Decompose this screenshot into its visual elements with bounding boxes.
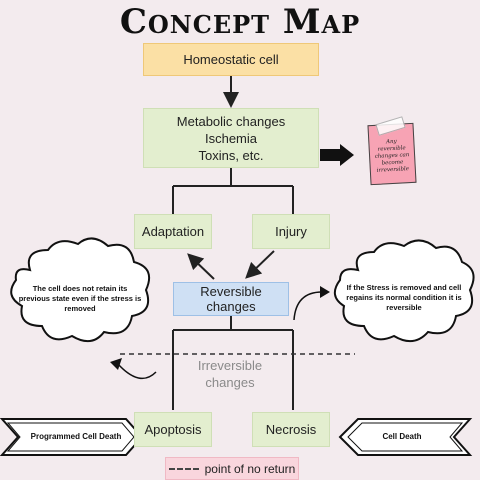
adaptation-label: Adaptation (141, 224, 205, 239)
adaptation-node: Adaptation (134, 214, 212, 249)
curved-arrow-right (293, 291, 323, 321)
legend-box: point of no return (165, 457, 299, 480)
metabolic-label-line3: Toxins, etc. (198, 147, 264, 163)
curved-arrow-right-head (320, 286, 330, 298)
right-cloud (333, 239, 475, 343)
irreversible-label-line2: changes (205, 375, 255, 390)
block-arrow-to-note (320, 144, 354, 166)
injury-node: Injury (252, 214, 330, 249)
necrosis-label: Necrosis (265, 422, 317, 437)
injury-label: Injury (275, 224, 307, 239)
metabolic-label-line1: Metabolic changes (176, 113, 286, 129)
page-title: Concept Map (119, 2, 361, 42)
irreversible-label-line1: Irreversible (197, 358, 263, 373)
homeostatic-cell-node: Homeostatic cell (143, 43, 319, 76)
metabolic-changes-node: Metabolic changes Ischemia Toxins, etc. (143, 108, 319, 168)
metabolic-label-line2: Ischemia (204, 130, 258, 146)
reversible-changes-label: Reversible changes (200, 284, 262, 314)
right-banner-text: Cell Death (382, 432, 422, 441)
right-cloud-text: If the Stress is removed and cell regain… (346, 283, 462, 312)
irreversible-changes-label: Irreversible changes (190, 357, 270, 391)
curved-arrow-left (117, 363, 157, 380)
apoptosis-node: Apoptosis (134, 412, 212, 447)
necrosis-node: Necrosis (252, 412, 330, 447)
left-banner-shape (0, 418, 144, 456)
reversible-changes-node: Reversible changes (173, 282, 289, 316)
sticky-note-text: Any reversible changes can become irreve… (374, 138, 410, 174)
arrow-to-reversible (245, 250, 275, 279)
apoptosis-label: Apoptosis (144, 422, 202, 437)
left-banner-text: Programmed Cell Death (30, 432, 122, 441)
left-cloud (10, 237, 150, 343)
left-banner-inner (6, 422, 135, 452)
homeostatic-cell-label: Homeostatic cell (183, 52, 279, 67)
arrow-to-adaptation (187, 253, 215, 280)
legend-label: point of no return (204, 461, 296, 476)
sticky-note: Any reversible changes can become irreve… (367, 116, 417, 186)
right-banner-shape (338, 418, 473, 456)
branch-metabolic-split (172, 168, 294, 214)
right-banner-inner (347, 422, 464, 452)
dashed-line-icon (168, 467, 199, 470)
branch-reversible-split (172, 316, 294, 410)
left-cloud-text: The cell does not retain its previous st… (18, 284, 142, 313)
curved-arrow-left-head (110, 358, 122, 370)
